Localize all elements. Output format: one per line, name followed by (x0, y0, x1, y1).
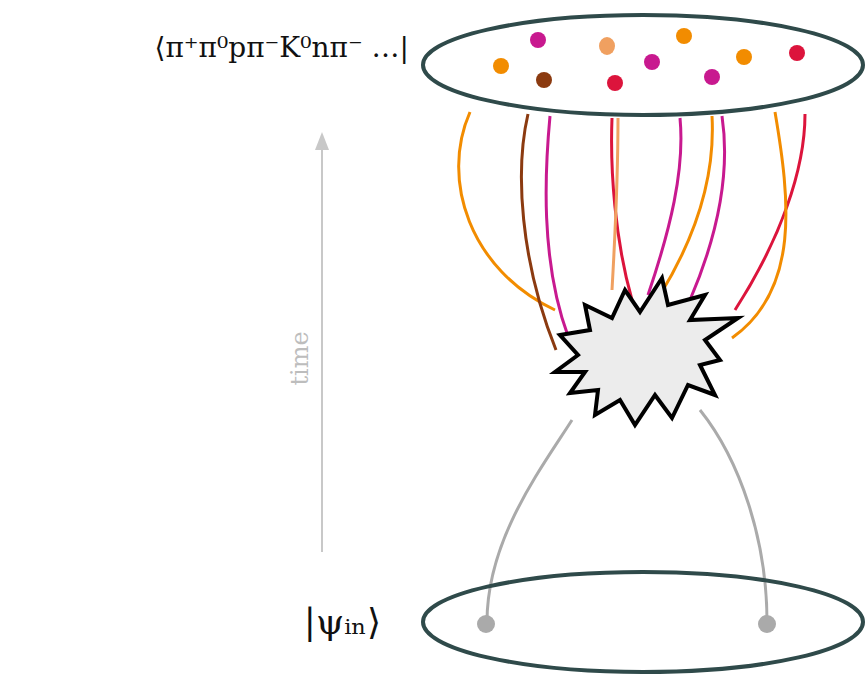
ellipse-outline (421, 13, 865, 117)
outgoing-line (612, 118, 618, 290)
ellipse-border (423, 15, 863, 115)
particle-dot (536, 72, 552, 88)
outgoing-line (459, 112, 555, 310)
state-label: |ψᵢₙ⟩ (304, 600, 381, 643)
incoming-line (487, 420, 572, 622)
ellipse-border (423, 572, 863, 672)
ellipse-outline (421, 570, 865, 674)
state-ellipse: ⟨π⁺π⁰pπ⁻K⁰nπ⁻ …| (421, 13, 865, 117)
incoming-line (700, 410, 767, 622)
state-ellipse: |ψᵢₙ⟩ (421, 570, 865, 674)
outgoing-line (546, 116, 568, 336)
time-arrowhead (315, 132, 329, 150)
particle-dot (704, 69, 720, 85)
outgoing-line (521, 114, 556, 350)
particle-dot (736, 49, 752, 65)
state-label: ⟨π⁺π⁰pπ⁻K⁰nπ⁻ …| (154, 31, 409, 65)
collision-burst (555, 278, 738, 425)
time-label: time (286, 331, 315, 385)
particle-dot (789, 45, 805, 61)
particle-dot (644, 54, 660, 70)
particle-dot (607, 75, 623, 91)
outgoing-line (735, 114, 805, 310)
particle-dot (530, 32, 546, 48)
outgoing-line (732, 112, 786, 338)
particle-dot (493, 58, 509, 74)
particle-dot (599, 37, 615, 55)
particle-dot (676, 28, 692, 44)
incoming-particle (477, 615, 495, 633)
time-axis (321, 148, 323, 552)
outgoing-particles (493, 28, 805, 91)
outgoing-line (690, 116, 725, 300)
outgoing-line (612, 118, 632, 300)
incoming-particle (758, 615, 776, 633)
incoming-lines (487, 410, 767, 622)
outgoing-line (660, 116, 712, 295)
